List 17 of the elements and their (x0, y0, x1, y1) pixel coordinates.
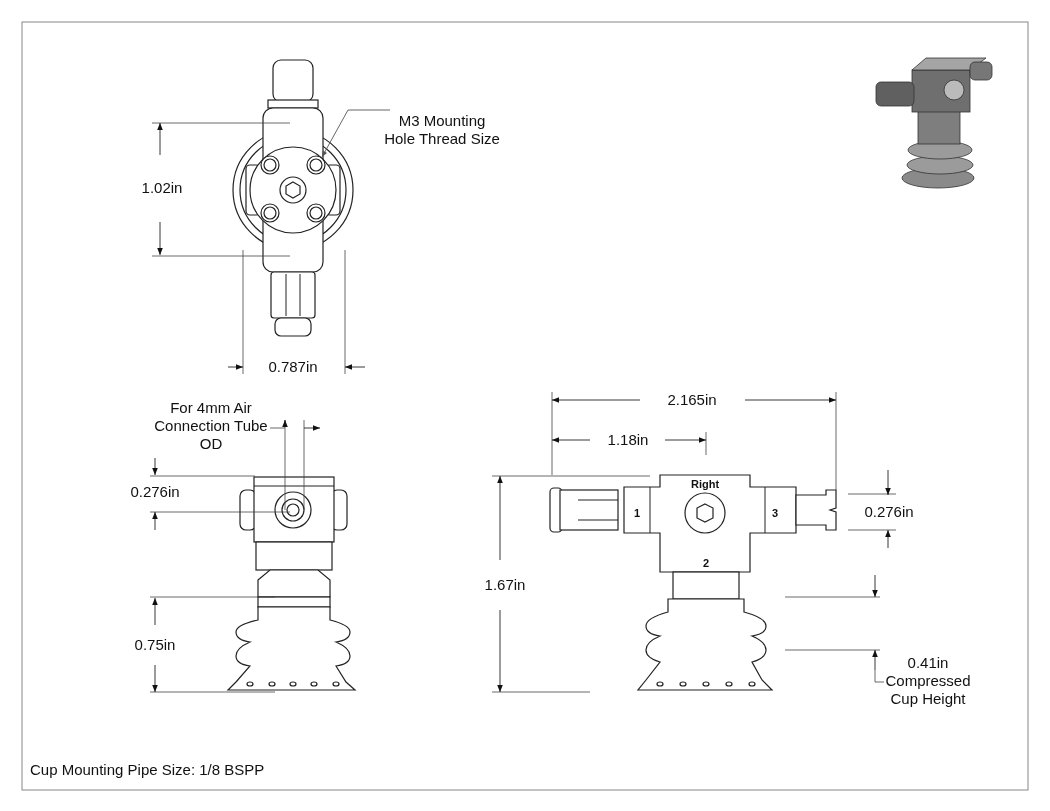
port-number: 1 (633, 507, 641, 519)
dimension-label: 1.18in (607, 431, 649, 449)
port-number: 3 (771, 507, 779, 519)
dimension-label: 0.787in (268, 358, 318, 376)
engraved-text: Right (690, 478, 720, 490)
dimension-label: 1.67in (484, 576, 526, 594)
dimension-label: 0.276in (864, 503, 914, 521)
note-text: Cup Mounting Pipe Size: 1/8 BSPP (30, 761, 265, 779)
port-number: 2 (702, 557, 710, 569)
dimension-label: 0.41in Compressed Cup Height (884, 654, 972, 708)
dimension-label: 2.165in (667, 391, 717, 409)
mounting-hole (306, 155, 326, 175)
dimension-label: 1.02in (141, 179, 183, 197)
callout-text: For 4mm Air Connection Tube OD (153, 399, 269, 453)
callout-text: M3 Mounting Hole Thread Size (382, 112, 502, 148)
dimension-label: 0.276in (130, 483, 180, 501)
dimension-label: 0.75in (134, 636, 176, 654)
